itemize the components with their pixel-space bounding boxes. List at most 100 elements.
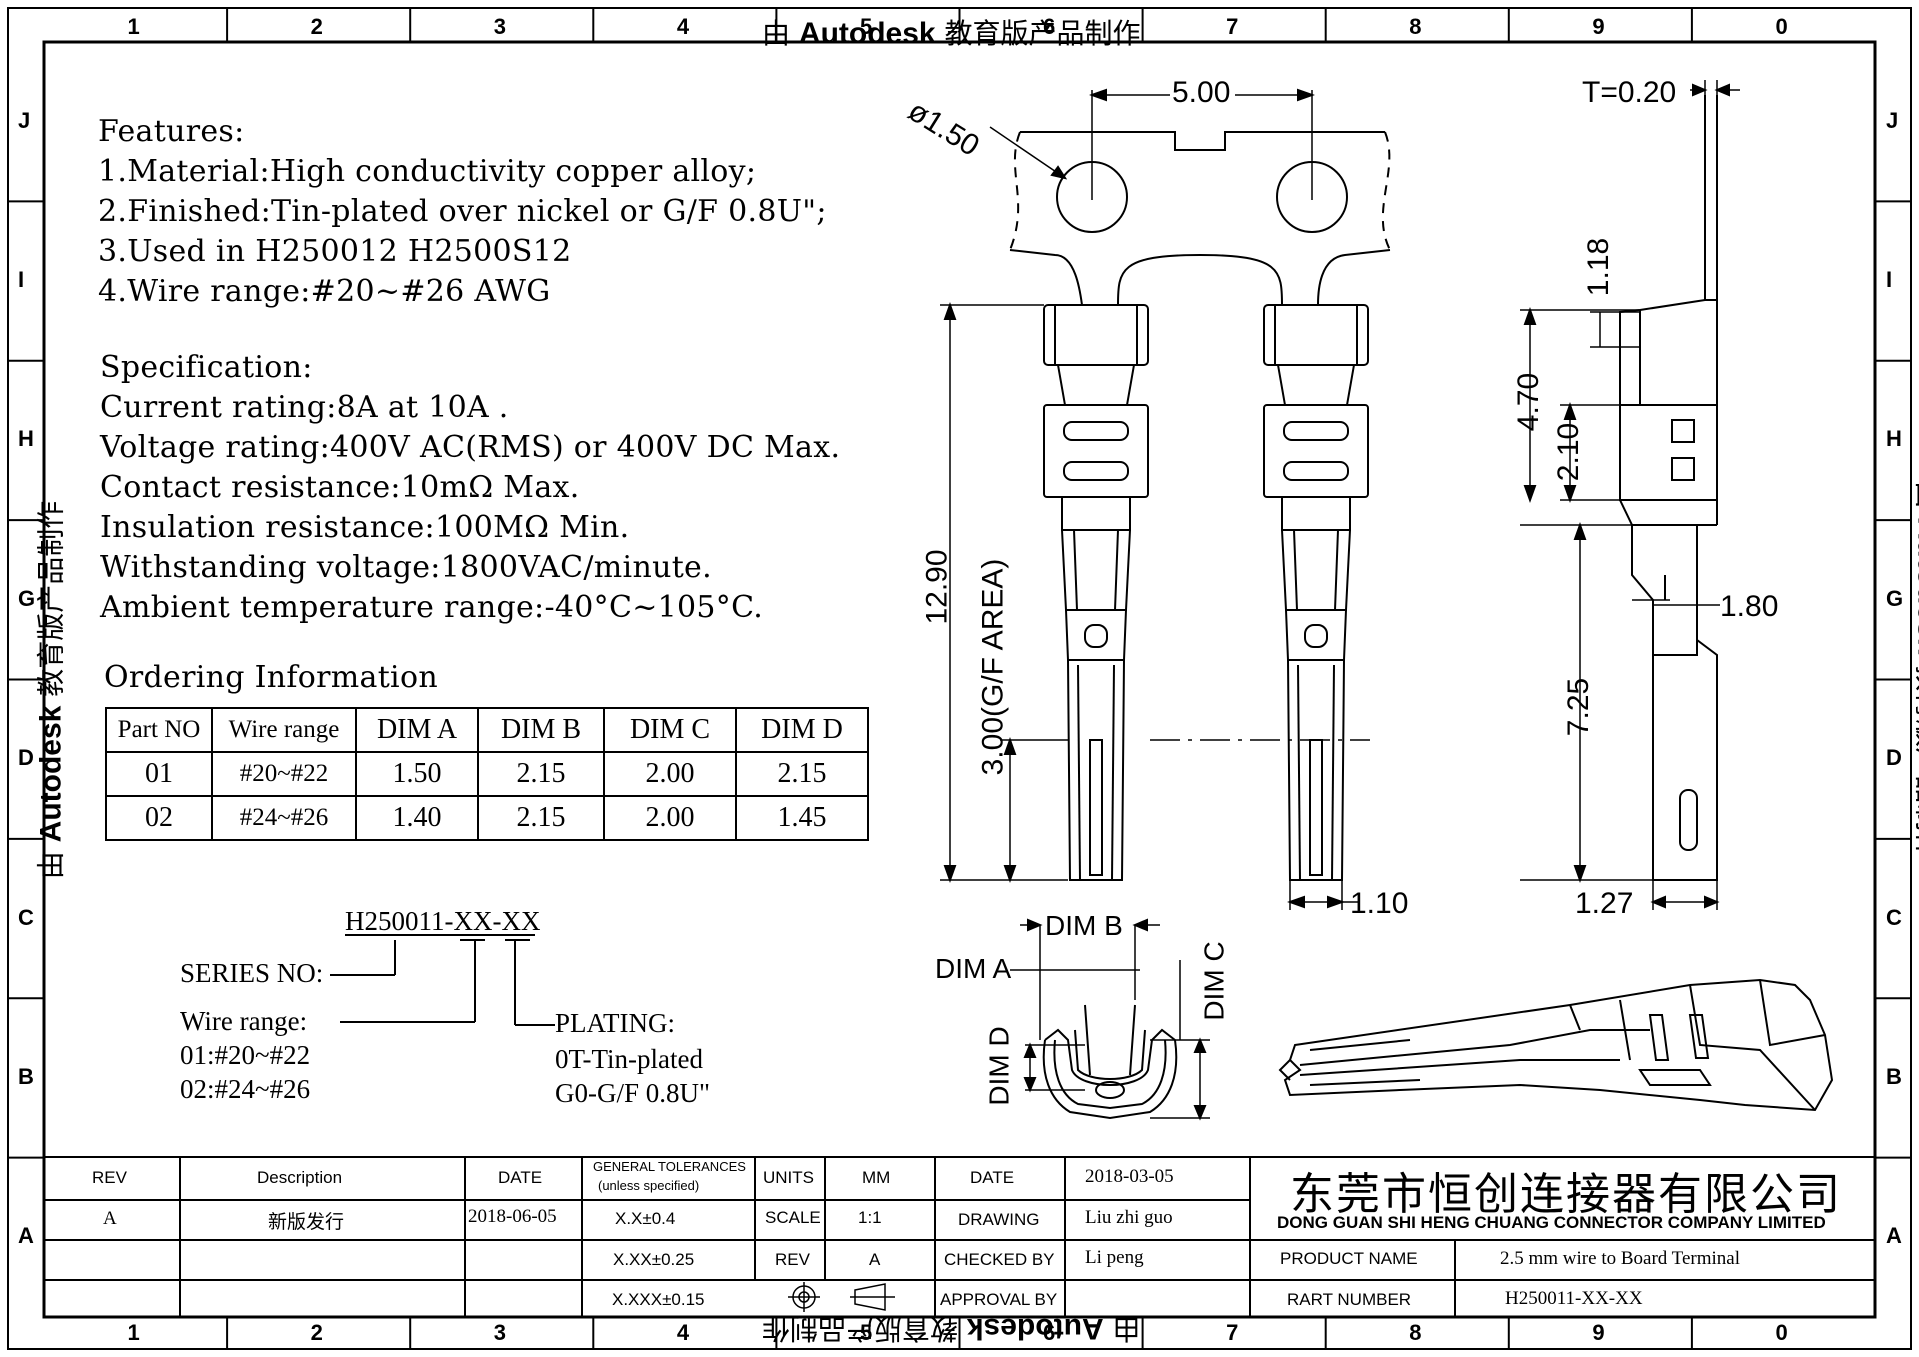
tb-date2-label: DATE	[970, 1168, 1015, 1187]
table-cell: 1.40	[355, 795, 479, 841]
title-block-grid	[44, 1156, 1875, 1317]
tb-desc-value: 新版发行	[268, 1211, 345, 1233]
feature-item: 1.Material:High conductivity copper allo…	[98, 154, 757, 189]
table-row: 02 #24~#26 1.40 2.15 2.00 1.45	[105, 795, 869, 841]
tb-rev2-value: A	[869, 1250, 881, 1269]
spec-item: Ambient temperature range:-40°C~105°C.	[100, 590, 764, 625]
grid-row-label-right: G	[1886, 585, 1904, 611]
col-header: DIM B	[477, 707, 605, 753]
dim-total-length: 12.90	[920, 549, 954, 625]
company-name-cn: 东莞市恒创连接器有限公司	[1290, 1169, 1842, 1220]
spec-item: Current rating:8A at 10A .	[100, 390, 509, 425]
grid-col-label-top: 4	[676, 14, 690, 39]
table-cell: 2.00	[603, 795, 737, 841]
col-header: DIM D	[735, 707, 869, 753]
grid-col-label-top: 2	[310, 14, 323, 39]
grid-col-label-bottom: 1	[127, 1320, 140, 1345]
feature-item: 3.Used in H250012 H2500S12	[98, 234, 572, 269]
tb-rev2-label: REV	[775, 1250, 810, 1269]
wire-range-01: 01:#20~#22	[180, 1040, 311, 1070]
col-header: Part NO	[105, 707, 213, 753]
tb-date2-value: 2018-03-05	[1085, 1166, 1174, 1187]
table-cell: 2.15	[477, 751, 605, 797]
grid-row-label-left: J	[18, 107, 31, 133]
grid-col-label-top: 1	[127, 14, 140, 39]
dim-tip-width: 1.10	[1350, 887, 1409, 920]
front-view	[940, 88, 1391, 910]
dim-c: DIM C	[1198, 941, 1230, 1021]
grid-row-label-left: A	[18, 1223, 34, 1249]
dim-thickness: T=0.20	[1582, 76, 1677, 109]
grid-row-label-left: G	[18, 585, 36, 611]
plating-label: PLATING:	[555, 1008, 675, 1038]
dim-7-25: 7.25	[1562, 677, 1596, 737]
tb-part-label: RART NUMBER	[1287, 1290, 1412, 1309]
tb-checked-value: Li peng	[1085, 1247, 1144, 1268]
isometric-view	[1278, 978, 1834, 1112]
tb-tol-1: X.X±0.4	[615, 1209, 676, 1228]
tb-units-value: MM	[862, 1168, 891, 1187]
tb-checked-label: CHECKED BY	[944, 1250, 1055, 1269]
tb-tol-3: X.XXX±0.15	[612, 1290, 705, 1309]
grid-row-label-right: C	[1886, 904, 1902, 930]
end-view	[1010, 918, 1210, 1121]
tb-tol-label: GENERAL TOLERANCES	[593, 1159, 746, 1174]
grid-row-label-left: I	[18, 267, 25, 293]
spec-item: Contact resistance:10mΩ Max.	[100, 470, 580, 505]
dim-1-18: 1.18	[1582, 237, 1616, 297]
grid-row-label-left: D	[18, 745, 34, 771]
dim-2-10: 2.10	[1552, 422, 1586, 482]
dim-a: DIM A	[935, 953, 1012, 984]
col-header: DIM C	[603, 707, 737, 753]
part-code: H250011-XX-XX	[345, 906, 541, 936]
grid-col-label-bottom: 5	[859, 1320, 873, 1345]
table-cell: 1.45	[735, 795, 869, 841]
specification-heading: Specification:	[100, 350, 313, 385]
dim-gf-area: 3.00(G/F AREA)	[976, 558, 1010, 776]
tb-scale-value: 1:1	[858, 1208, 882, 1227]
grid-col-label-bottom: 7	[1226, 1320, 1239, 1345]
grid-row-label-right: I	[1886, 267, 1893, 293]
dim-d: DIM D	[983, 1026, 1015, 1106]
tb-product-value: 2.5 mm wire to Board Terminal	[1500, 1248, 1740, 1269]
grid-col-label-bottom: 0	[1775, 1320, 1788, 1345]
tb-approval-label: APPROVAL BY	[940, 1290, 1058, 1309]
tb-desc-label: Description	[257, 1168, 343, 1187]
plating-gold: G0-G/F 0.8U"	[555, 1078, 711, 1108]
series-label: SERIES NO:	[180, 958, 324, 988]
side-view	[1520, 80, 1740, 910]
grid-row-label-right: B	[1886, 1063, 1902, 1089]
tb-units-label: UNITS	[763, 1168, 814, 1187]
grid-col-label-top: 6	[1043, 14, 1056, 39]
grid-col-label-bottom: 9	[1592, 1320, 1605, 1345]
grid-col-label-top: 5	[859, 14, 873, 39]
col-header: Wire range	[211, 707, 357, 753]
col-header: DIM A	[355, 707, 479, 753]
dim-1-80: 1.80	[1720, 590, 1779, 623]
projection-symbol-icon	[788, 1282, 895, 1312]
table-header-row: Part NO Wire range DIM A DIM B DIM C DIM…	[105, 707, 869, 753]
dim-b: DIM B	[1045, 910, 1123, 941]
grid-col-label-bottom: 4	[676, 1320, 690, 1345]
tb-date-label: DATE	[498, 1168, 543, 1187]
grid-col-label-top: 0	[1775, 14, 1788, 39]
ordering-heading: Ordering Information	[104, 660, 438, 695]
spec-item: Insulation resistance:100MΩ Min.	[100, 510, 630, 545]
grid-row-label-right: J	[1886, 107, 1899, 133]
table-cell: 1.50	[355, 751, 479, 797]
grid-row-label-right: D	[1886, 745, 1902, 771]
feature-item: 4.Wire range:#20~#26 AWG	[98, 274, 551, 309]
grid-col-label-top: 7	[1226, 14, 1239, 39]
table-cell: 01	[105, 751, 213, 797]
table-cell: 2.15	[477, 795, 605, 841]
tb-part-value: H250011-XX-XX	[1505, 1288, 1643, 1309]
watermark-top: 由 Autodesk 教育版产品制作	[762, 17, 1141, 50]
table-cell: #20~#22	[211, 751, 357, 797]
table-cell: 2.00	[603, 751, 737, 797]
tb-rev-label: REV	[92, 1168, 127, 1187]
tb-date-value: 2018-06-05	[468, 1206, 557, 1227]
grid-col-label-bottom: 6	[1043, 1320, 1056, 1345]
tb-product-label: PRODUCT NAME	[1280, 1249, 1418, 1268]
